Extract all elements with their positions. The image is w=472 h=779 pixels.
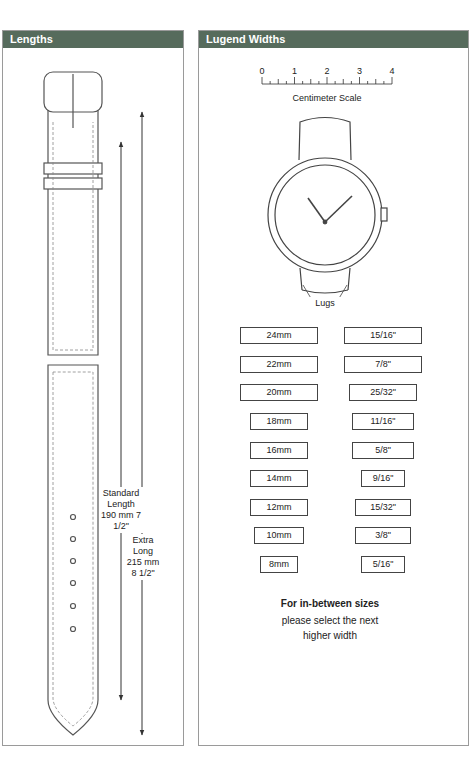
size-text: 3/8"	[375, 530, 391, 540]
size-box: 25/32"	[349, 384, 417, 401]
size-box: 3/8"	[355, 527, 411, 544]
dimension-lines	[121, 112, 142, 735]
scale-number: 3	[354, 66, 366, 77]
watch-illustration	[268, 118, 387, 301]
dimension-label: Extra Long 215 mm 8 1/2"	[125, 534, 161, 580]
size-box: 15/16"	[344, 327, 422, 344]
panel-heading: Lugend Widths	[199, 31, 468, 48]
size-box: 11/16"	[352, 413, 414, 430]
size-box: 10mm	[254, 527, 304, 544]
lugs-label: Lugs	[305, 297, 345, 310]
size-box: 9/16"	[361, 470, 405, 487]
watch-strap	[44, 72, 102, 735]
size-box: 18mm	[250, 413, 308, 430]
dimension-label: Standard Length 190 mm 7 1/2"	[99, 487, 143, 533]
size-box: 12mm	[250, 499, 308, 516]
size-text: 25/32"	[370, 387, 396, 397]
size-text: 5/16"	[373, 559, 394, 569]
scale-number: 1	[289, 66, 301, 77]
size-text: 7/8"	[375, 359, 391, 369]
size-text: 11/16"	[370, 416, 395, 426]
size-text: 10mm	[266, 530, 291, 540]
size-text: 5/8"	[375, 445, 391, 455]
size-box: 8mm	[260, 556, 298, 573]
size-box: 5/16"	[361, 556, 405, 573]
scale-number: 0	[256, 66, 268, 77]
size-text: 12mm	[266, 502, 291, 512]
size-text: 9/16"	[373, 473, 394, 483]
size-box: 22mm	[240, 356, 318, 373]
size-box: 24mm	[240, 327, 318, 344]
size-box: 20mm	[240, 384, 318, 401]
panel-heading: Lengths	[3, 31, 183, 48]
size-text: 15/16"	[370, 330, 396, 340]
size-box: 14mm	[250, 470, 308, 487]
size-text: 8mm	[269, 559, 289, 569]
size-text: 18mm	[266, 416, 291, 426]
size-box: 16mm	[250, 442, 308, 459]
size-text: 24mm	[266, 330, 291, 340]
centimeter-scale	[262, 77, 392, 84]
size-text: 22mm	[266, 359, 291, 369]
size-box: 7/8"	[344, 356, 422, 373]
scale-number: 4	[386, 66, 398, 77]
size-text: 16mm	[266, 445, 291, 455]
scale-caption: Centimeter Scale	[277, 93, 377, 104]
size-text: 15/32"	[370, 502, 396, 512]
size-box: 15/32"	[355, 499, 411, 516]
size-box: 5/8"	[352, 442, 414, 459]
scale-number: 2	[321, 66, 333, 77]
note-heading: For in-between sizes	[250, 598, 410, 609]
size-text: 14mm	[266, 473, 291, 483]
size-text: 20mm	[266, 387, 291, 397]
panel: Lengths	[2, 30, 184, 746]
note-text: please select the next higher width	[268, 613, 392, 643]
